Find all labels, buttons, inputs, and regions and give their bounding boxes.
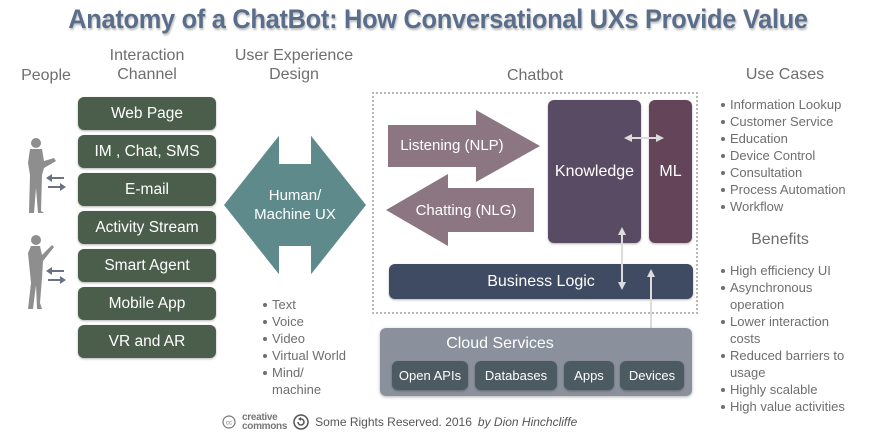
channel-activity-stream: Activity Stream: [78, 211, 216, 244]
chatting-arrow-shape: [386, 174, 534, 246]
ml-block: ML: [649, 100, 692, 243]
list-item: Video: [262, 330, 362, 347]
list-item: Information Lookup: [720, 96, 876, 113]
list-item: Highly scalable: [720, 381, 850, 398]
service-databases: Databases: [475, 361, 557, 390]
list-item: Text: [262, 296, 362, 313]
list-item: Process Automation: [720, 181, 876, 198]
cloud-services-title: Cloud Services: [446, 335, 554, 352]
knowledge-block: Knowledge: [548, 100, 641, 243]
channel-web-page: Web Page: [78, 97, 216, 130]
header-ux-design: User Experience Design: [222, 46, 366, 84]
use-cases-list: Information Lookup Customer Service Educ…: [720, 96, 876, 215]
list-item: Reduced barriers to usage: [720, 347, 850, 381]
header-ux-line1: User Experience: [234, 47, 354, 64]
list-item: Mind/ machine: [262, 364, 332, 398]
header-chatbot: Chatbot: [506, 67, 564, 84]
creative-commons-logo: creative commons: [242, 412, 288, 432]
ux-modes-list: Text Voice Video Virtual World Mind/ mac…: [262, 296, 362, 398]
rights-text: Some Rights Reserved. 2016: [315, 415, 472, 429]
cc-line2: commons: [242, 421, 288, 432]
header-use-cases: Use Cases: [745, 66, 825, 83]
channel-im-chat-sms: IM , Chat, SMS: [78, 135, 216, 168]
cc-line1: creative: [242, 412, 278, 423]
list-item: Education: [720, 130, 876, 147]
service-devices: Devices: [620, 361, 684, 390]
author-text: by Dion Hinchcliffe: [477, 415, 578, 429]
channel-smart-agent: Smart Agent: [78, 249, 216, 282]
list-item: Device Control: [720, 147, 876, 164]
ux-label-line2: Machine UX: [254, 206, 336, 223]
header-ux-line2: Design: [269, 66, 319, 83]
some-rights-icon: [293, 414, 309, 430]
nlp-nlg-arrows: [386, 110, 540, 246]
list-item: Asynchronous operation: [720, 279, 850, 313]
list-item: Workflow: [720, 198, 876, 215]
ux-label: Human/ Machine UX: [224, 186, 366, 224]
channel-vr-ar: VR and AR: [78, 325, 216, 358]
list-item: Customer Service: [720, 113, 876, 130]
chatting-nlg-label: Chatting (NLG): [415, 202, 517, 219]
ux-label-line1: Human/: [268, 187, 322, 204]
people-figures: [28, 138, 66, 309]
svg-text:cc: cc: [226, 421, 232, 427]
listening-arrow-shape: [388, 110, 540, 182]
header-channel-line1: Interaction: [109, 47, 185, 64]
list-item: Voice: [262, 313, 362, 330]
exchange-arrows-icon: [46, 174, 66, 191]
list-item: High efficiency UI: [720, 262, 850, 279]
header-people: People: [21, 67, 71, 84]
exchange-arrows-icon: [46, 267, 66, 284]
business-logic-block: Business Logic: [389, 264, 693, 299]
list-item: Virtual World: [262, 347, 362, 364]
benefits-list: High efficiency UI Asynchronous operatio…: [720, 262, 850, 415]
listening-nlp-label: Listening (NLP): [400, 137, 504, 154]
list-item: Lower interaction costs: [720, 313, 850, 347]
cc-icon: cc: [222, 415, 236, 429]
channel-email: E-mail: [78, 173, 216, 206]
ux-double-arrow-shape: [224, 116, 366, 294]
header-channel: Interaction Channel: [88, 46, 206, 84]
service-apps: Apps: [564, 361, 614, 390]
list-item: High value activities: [720, 398, 850, 415]
list-item: Consultation: [720, 164, 876, 181]
connector-arrows: [618, 134, 664, 354]
header-benefits: Benefits: [751, 231, 809, 248]
page-title: Anatomy of a ChatBot: How Conversational…: [68, 4, 808, 34]
man-figure-icon: [28, 138, 56, 213]
header-channel-line2: Channel: [117, 66, 177, 83]
channel-mobile-app: Mobile App: [78, 287, 216, 320]
chatbot-container: [372, 92, 698, 314]
footer: cc creative commons Some Rights Reserved…: [222, 412, 578, 432]
service-open-apis: Open APIs: [392, 361, 468, 390]
woman-figure-icon: [28, 235, 54, 309]
